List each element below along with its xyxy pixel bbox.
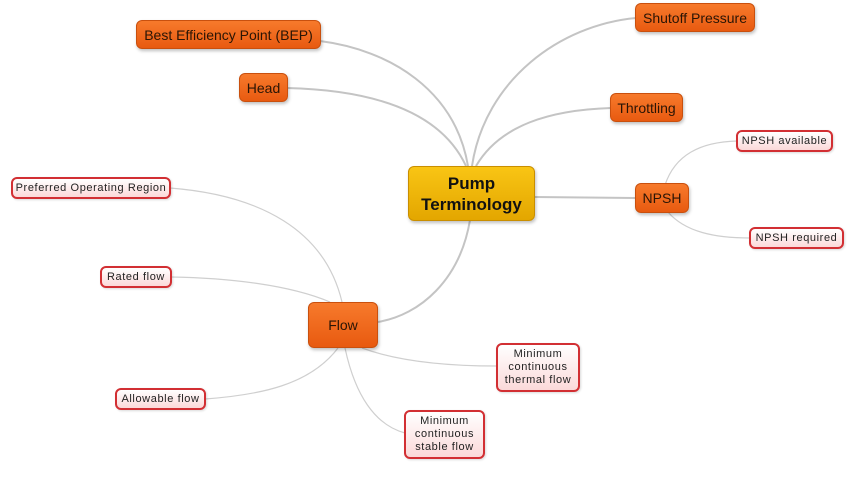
- link-flow-stable: [344, 347, 406, 434]
- node-rated-flow[interactable]: Rated flow: [100, 266, 172, 288]
- node-allowable-flow[interactable]: Allowable flow: [115, 388, 206, 410]
- node-preferred-operating-region[interactable]: Preferred Operating Region: [11, 177, 171, 199]
- node-head-label: Head: [246, 79, 281, 96]
- node-bep-label: Best Efficiency Point (BEP): [144, 26, 313, 43]
- link-root-shutoff: [471, 17, 637, 167]
- link-flow-preferred: [169, 187, 343, 303]
- link-root-npsh: [533, 196, 636, 199]
- node-npsh-available-label: NPSH available: [741, 134, 828, 147]
- link-root-head: [286, 87, 467, 167]
- link-flow-rated: [170, 276, 331, 303]
- node-min-thermal-flow-label: Minimum continuous thermal flow: [504, 348, 572, 386]
- root-label: Pump Terminology: [421, 173, 522, 214]
- link-flow-thermal: [361, 347, 498, 367]
- node-flow-label: Flow: [328, 317, 358, 333]
- node-preferred-operating-region-label: Preferred Operating Region: [15, 181, 167, 194]
- link-flow-allowable: [204, 347, 339, 400]
- link-npsh-available: [664, 140, 738, 186]
- node-min-thermal-flow[interactable]: Minimum continuous thermal flow: [496, 343, 580, 392]
- link-npsh-required: [667, 211, 751, 239]
- node-head[interactable]: Head: [239, 73, 288, 102]
- link-root-bep: [319, 40, 469, 167]
- node-npsh[interactable]: NPSH: [635, 183, 689, 213]
- link-root-flow: [377, 219, 471, 323]
- node-bep[interactable]: Best Efficiency Point (BEP): [136, 20, 321, 49]
- root-node[interactable]: Pump Terminology: [408, 166, 535, 221]
- node-shutoff-pressure[interactable]: Shutoff Pressure: [635, 3, 755, 32]
- node-allowable-flow-label: Allowable flow: [121, 392, 200, 405]
- node-flow[interactable]: Flow: [308, 302, 378, 348]
- node-throttling[interactable]: Throttling: [610, 93, 683, 122]
- node-throttling-label: Throttling: [617, 99, 676, 116]
- link-root-throttling: [475, 107, 612, 167]
- node-shutoff-pressure-label: Shutoff Pressure: [642, 9, 748, 26]
- node-npsh-required-label: NPSH required: [755, 231, 838, 244]
- node-npsh-required[interactable]: NPSH required: [749, 227, 844, 249]
- node-min-stable-flow-label: Minimum continuous stable flow: [414, 415, 475, 453]
- node-min-stable-flow[interactable]: Minimum continuous stable flow: [404, 410, 485, 459]
- node-npsh-available[interactable]: NPSH available: [736, 130, 833, 152]
- node-npsh-label: NPSH: [642, 190, 682, 206]
- node-rated-flow-label: Rated flow: [107, 270, 165, 283]
